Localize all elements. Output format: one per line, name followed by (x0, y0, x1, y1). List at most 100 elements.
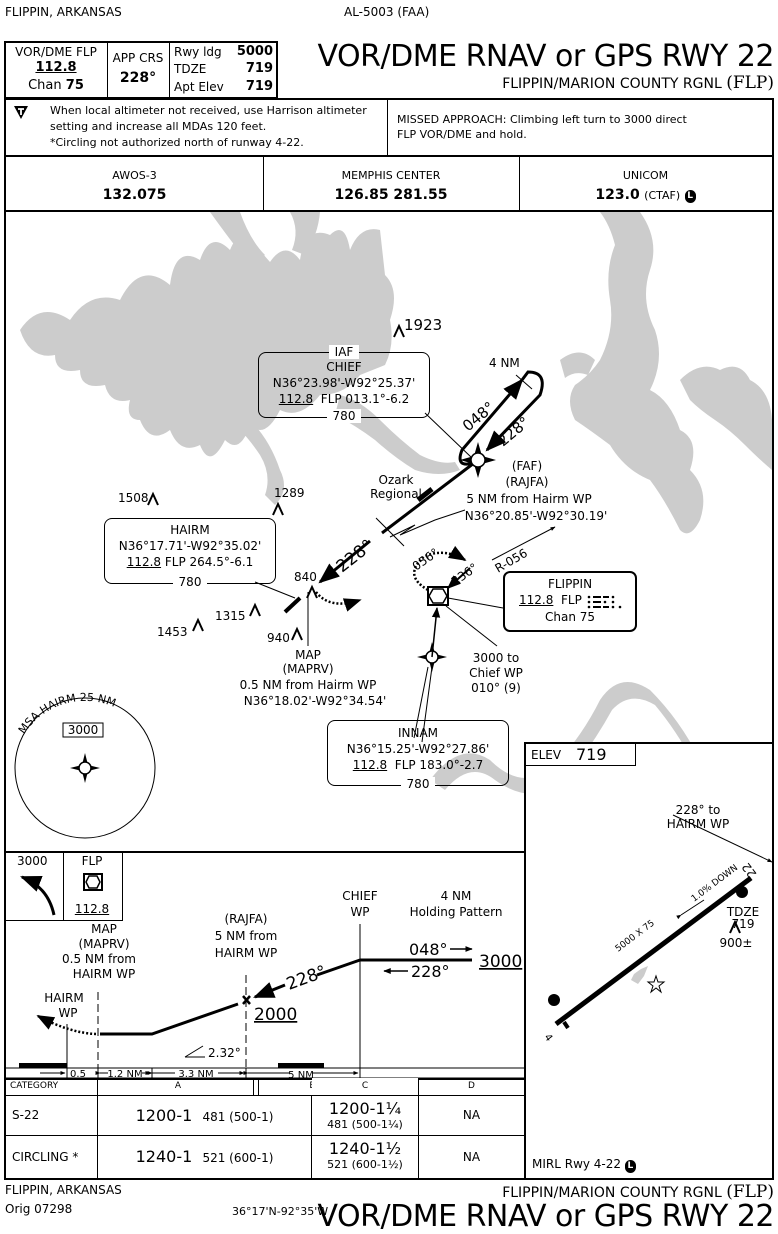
hold-4nm-tick (515, 374, 533, 390)
papi-icon-4 (548, 994, 560, 1006)
alternate-minimums-icon (14, 106, 28, 119)
c-mda-vis: 1240-1½ (328, 1139, 402, 1158)
rajfa-stepdown-x-icon (242, 995, 251, 1005)
hold-length: 4 NM (489, 356, 520, 370)
footer-airport-id: (FLP) (726, 1182, 774, 1202)
morse-code-icon (587, 595, 622, 609)
innam-leader (413, 666, 433, 743)
missed-note-2: HAIRM WP (667, 817, 729, 831)
ab-header-divider (253, 1078, 254, 1096)
missed-navaid-icon-box: FLP 112.8 (63, 853, 123, 921)
c-mda-vis: 1200-1¼ (328, 1099, 402, 1118)
feeder-line-2: Chief WP (469, 666, 523, 680)
footer-coords: 36°17'N-92°35'W (232, 1205, 329, 1218)
app-crs-cell: APP CRS 228° (108, 43, 170, 97)
profile-map-line-2: (MAPRV) (78, 937, 129, 951)
hairm-radial-line: 112.8 FLP 264.5°-6.1 (105, 556, 275, 568)
r-056-radial (491, 526, 556, 561)
row-category: S-22 (6, 1096, 98, 1135)
procedure-title: VOR/DME RNAV or GPS RWY 22 (317, 39, 775, 74)
obstacle-1289-icon (272, 501, 284, 516)
note-line-1: When local altimeter not received, use H… (50, 104, 367, 117)
obstacle-900-icon (729, 919, 741, 934)
footer-airport-name: FLIPPIN/MARION COUNTY RGNL (502, 1185, 722, 1201)
runway-4-22 (554, 875, 753, 1027)
msa-alt: 3000 (68, 723, 99, 737)
profile-hairm-line-1: HAIRM (44, 991, 83, 1005)
gradient-arrow (676, 899, 705, 920)
obstacle-1315-icon (249, 602, 261, 617)
flippin-freq-line: 112.8 FLP (519, 594, 582, 606)
flippin-ident: FLP (561, 593, 582, 607)
runway-end-4: 4 (542, 1032, 555, 1044)
hairm-alt-wrap: 780 (105, 575, 275, 589)
missed-climb-alt: 3000 (17, 854, 48, 868)
hairm-callout[interactable]: HAIRM N36°17.71'-W92°35.02' 112.8 FLP 26… (104, 518, 276, 589)
profile-chief-line-1: CHIEF (342, 889, 378, 903)
innam-radial-line: 112.8 FLP 183.0°-2.7 (328, 759, 508, 771)
airport-name-header: FLIPPIN/MARION COUNTY RGNL (FLP) (502, 75, 774, 92)
footer-location: FLIPPIN, ARKANSAS (5, 1183, 122, 1197)
chief-alt-wrap: 780 (259, 409, 429, 423)
innam-alt-wrap: 780 (328, 777, 508, 791)
elev-box: ELEV 719 (526, 744, 636, 766)
chief-coords: N36°23.98'-W92°25.37' (272, 376, 416, 390)
left-turn-arrow-icon (20, 875, 56, 916)
feeder-line-3: 010° (9) (471, 681, 521, 695)
profile-hairm-line-2: WP (58, 1006, 77, 1020)
flippin-name: FLIPPIN (547, 577, 593, 591)
flippin-leader (447, 597, 504, 609)
lighting-line: MIRL Rwy 4-22 L (532, 1158, 636, 1173)
scale-bar-1 (19, 1063, 67, 1068)
lake-west (20, 229, 394, 457)
comms-divider-1 (263, 157, 264, 210)
app-crs-value: 228° (119, 70, 157, 86)
ozark-regional-airport (416, 487, 434, 502)
navaid-chan: Chan 75 (6, 79, 106, 92)
pilot-controlled-lighting-icon: L (684, 190, 696, 203)
elev-label: ELEV (531, 748, 562, 762)
innam-callout[interactable]: INNAM N36°15.25'-W92°27.86' 112.8 FLP 18… (327, 720, 509, 791)
center-freq[interactable]: 126.85 281.55 (334, 187, 448, 203)
innam-radial: FLP 183.0°-2.7 (394, 758, 484, 772)
awos-freq[interactable]: 132.075 (102, 187, 167, 203)
flippin-navaid-box[interactable]: FLIPPIN 112.8 FLP Chan 75 (503, 571, 637, 632)
navaid-cell: VOR/DME FLP 112.8 Chan 75 (6, 43, 108, 97)
msa-alt-box (62, 722, 104, 738)
missed-approach-path (315, 591, 362, 612)
minimums-row-circling: CIRCLING * 1240-1 521 (600-1) 1240-1½ 52… (6, 1136, 524, 1178)
unicom-freq-line[interactable]: 123.0 (CTAF) L (519, 188, 772, 204)
map-line-3: 0.5 NM from Hairm WP (240, 678, 377, 692)
flippin-chan: Chan 75 (544, 610, 596, 624)
scale-dist-12: 1.2 NM (107, 1069, 142, 1080)
briefing-strip: VOR/DME FLP 112.8 Chan 75 APP CRS 228° R… (4, 41, 278, 99)
header-location: FLIPPIN, ARKANSAS (5, 5, 122, 19)
innam-alt: 780 (400, 777, 436, 791)
rwy-ldg-label: Rwy ldg (174, 45, 222, 59)
profile-rajfa-line-1: (RAJFA) (225, 912, 268, 926)
chief-role: IAF (328, 345, 360, 359)
feeder-line-1: 3000 to (473, 651, 519, 665)
obstacle-1289: 1289 (274, 486, 305, 500)
ab-mda-vis: 1240-1 (135, 1147, 193, 1166)
obstacle-840-icon (306, 584, 318, 599)
map-line-1: MAP (295, 648, 321, 662)
chief-radial: FLP 013.1°-6.2 (320, 392, 410, 406)
row-d-minimums: NA (462, 1150, 481, 1164)
map-line-4: N36°18.02'-W92°34.54' (244, 694, 387, 708)
runway-info-cell: Rwy ldg 5000 TDZE 719 Apt Elev 719 (170, 43, 276, 97)
rwy-ldg-value: 5000 (236, 44, 273, 59)
obstacle-1923: 1923 (404, 316, 442, 334)
msa-waypoint-icon (70, 753, 100, 783)
scale-dist-33: 3.3 NM (178, 1069, 213, 1080)
row-category: CIRCLING * (6, 1136, 98, 1178)
innam-coords: N36°15.25'-W92°27.86' (346, 742, 490, 756)
tdze-diagram-value: 719 (732, 917, 755, 931)
chief-callout[interactable]: IAF CHIEF N36°23.98'-W92°25.37' 112.8 FL… (258, 345, 430, 423)
profile-map-line-1: MAP (91, 922, 117, 936)
hairm-freq: 112.8 (126, 555, 162, 569)
glide-angle-icon (184, 1045, 205, 1058)
chart-id: AL-5003 (FAA) (344, 5, 430, 19)
hairm-coords: N36°17.71'-W92°35.02' (118, 539, 262, 553)
